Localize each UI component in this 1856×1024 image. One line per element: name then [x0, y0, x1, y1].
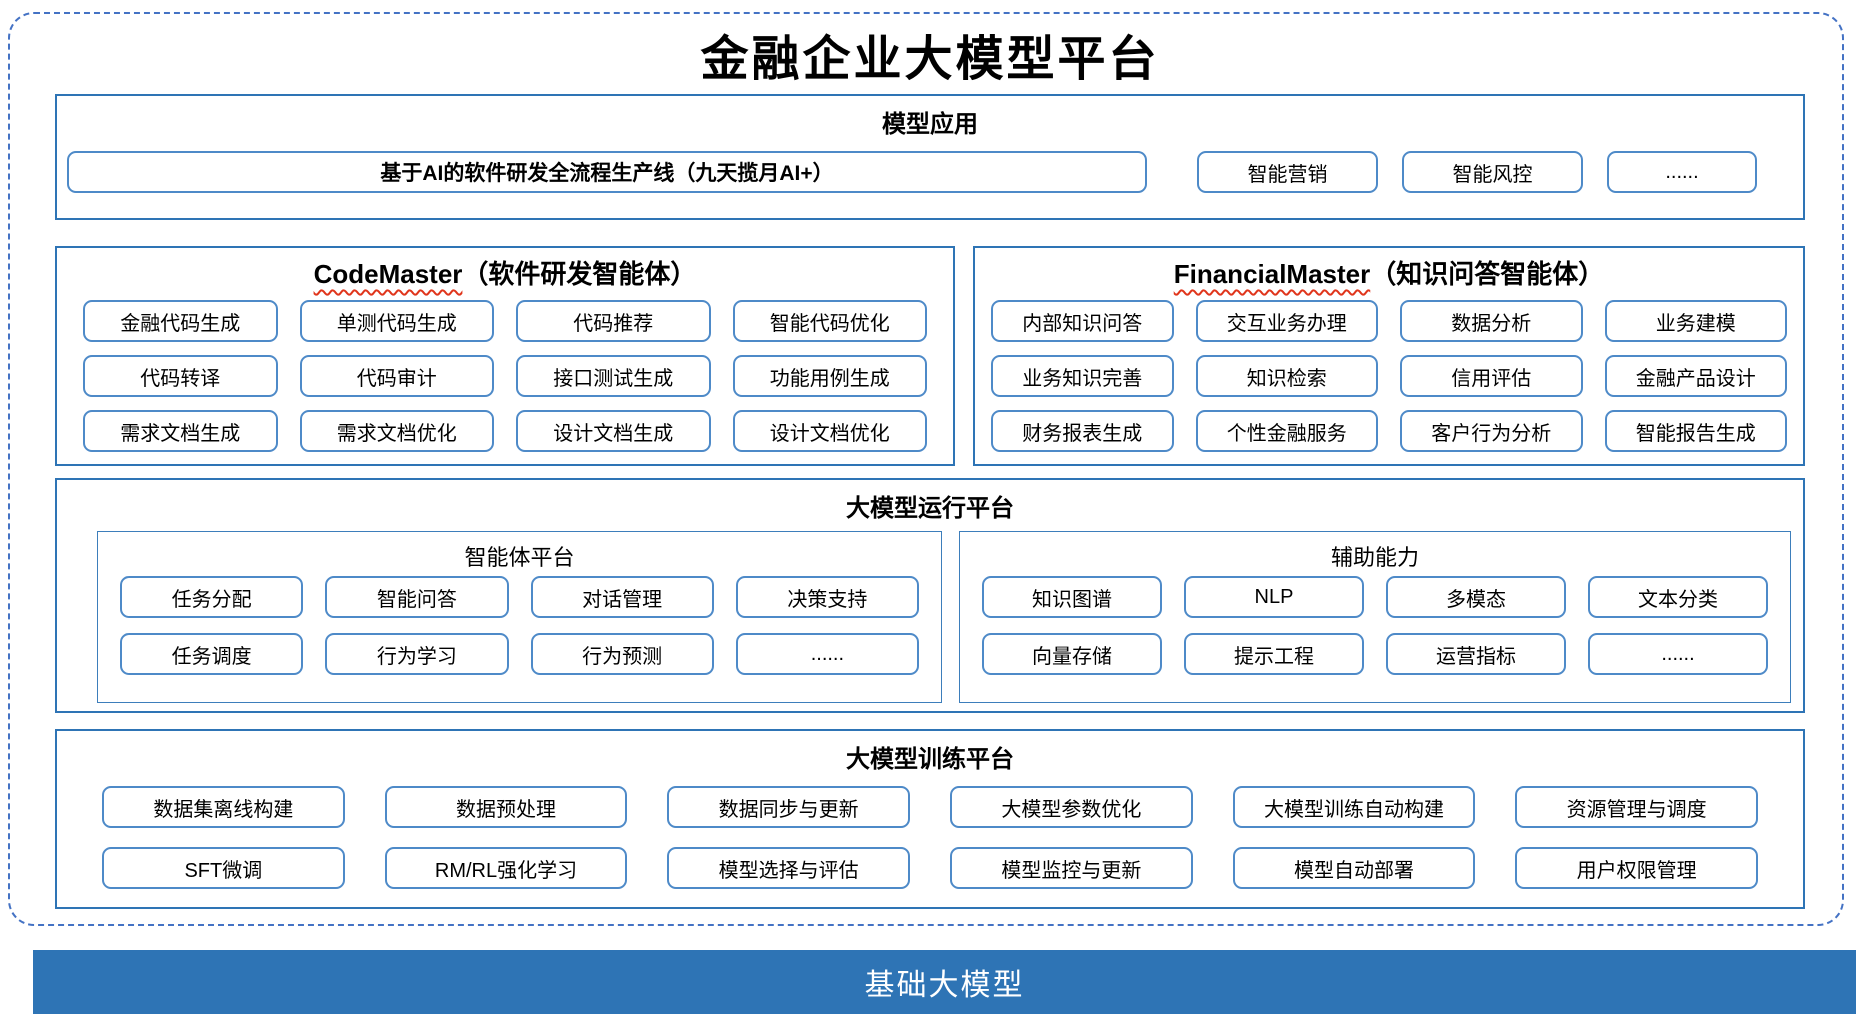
- capability-box: 对话管理: [530, 576, 714, 618]
- capability-box: 数据同步与更新: [667, 786, 910, 828]
- financialmaster-name-cn: （知识问答智能体）: [1370, 259, 1605, 289]
- training-platform-title: 大模型训练平台: [846, 746, 1014, 773]
- capability-box: 设计文档生成: [516, 410, 711, 452]
- auxiliary-capabilities-grid: 知识图谱 NLP 多模态文本分类向量存储提示工程运营指标......: [960, 576, 1790, 675]
- capability-box: 行为学习: [325, 633, 509, 675]
- capability-box: 行为预测: [530, 633, 714, 675]
- app-smart-risk-control-box: 智能风控: [1402, 151, 1583, 193]
- capability-box: 业务知识完善: [991, 355, 1174, 397]
- app-ai-dev-pipeline-box: 基于AI的软件研发全流程生产线（九天揽月AI+）: [67, 151, 1147, 193]
- capability-box: ......: [1588, 633, 1768, 675]
- capability-box: 资源管理与调度: [1515, 786, 1758, 828]
- capability-box: 需求文档生成: [83, 410, 278, 452]
- capability-box: 智能报告生成: [1604, 410, 1787, 452]
- capability-box: 金融产品设计: [1604, 355, 1787, 397]
- capability-box: 功能用例生成: [732, 355, 927, 397]
- agent-platform-grid: 任务分配智能问答对话管理决策支持任务调度行为学习行为预测......: [98, 576, 941, 675]
- capability-box: 向量存储: [982, 633, 1162, 675]
- auxiliary-capabilities-title: 辅助能力: [1330, 545, 1419, 570]
- capability-box: 数据集离线构建: [102, 786, 345, 828]
- capability-box: NLP: [1184, 576, 1364, 618]
- section-financialmaster-agent: FinancialMaster（知识问答智能体） 内部知识问答交互业务办理数据分…: [973, 246, 1805, 466]
- section-training-platform: 大模型训练平台 数据集离线构建数据预处理数据同步与更新大模型参数优化大模型训练自…: [55, 729, 1805, 909]
- capability-box: 决策支持: [735, 576, 919, 618]
- codemaster-name-cn: （软件研发智能体）: [462, 259, 697, 289]
- capability-box: 知识检索: [1195, 355, 1378, 397]
- capability-box: 代码推荐: [516, 300, 711, 342]
- capability-box: 数据分析: [1400, 300, 1583, 342]
- capability-box: 大模型训练自动构建: [1232, 786, 1476, 828]
- financialmaster-header: FinancialMaster（知识问答智能体）: [975, 254, 1803, 292]
- capability-box: 需求文档优化: [299, 410, 494, 452]
- capability-box: 用户权限管理: [1515, 847, 1758, 889]
- capability-box: 金融代码生成: [83, 300, 278, 342]
- capability-box: 业务建模: [1604, 300, 1787, 342]
- capability-box: 任务调度: [120, 633, 304, 675]
- subsection-auxiliary-capabilities: 辅助能力 知识图谱 NLP 多模态文本分类向量存储提示工程运营指标......: [959, 531, 1791, 703]
- foundation-model-label: 基础大模型: [864, 969, 1025, 1002]
- capability-box: 设计文档优化: [732, 410, 927, 452]
- codemaster-header: CodeMaster（软件研发智能体）: [57, 254, 953, 292]
- app-smart-marketing-box: 智能营销: [1197, 151, 1378, 193]
- platform-diagram: 金融企业大模型平台 模型应用 基于AI的软件研发全流程生产线（九天揽月AI+） …: [55, 22, 1805, 909]
- capability-box: 接口测试生成: [516, 355, 711, 397]
- capability-box: 内部知识问答: [991, 300, 1174, 342]
- capability-box: 文本分类: [1588, 576, 1768, 618]
- training-platform-grid: 数据集离线构建数据预处理数据同步与更新大模型参数优化大模型训练自动构建资源管理与…: [57, 786, 1803, 889]
- capability-box: 数据预处理: [384, 786, 628, 828]
- capability-box: 交互业务办理: [1195, 300, 1378, 342]
- capability-box: 代码审计: [299, 355, 494, 397]
- codemaster-name-en: CodeMaster: [313, 259, 463, 289]
- capability-box: 代码转译: [83, 355, 278, 397]
- financialmaster-capability-grid: 内部知识问答交互业务办理数据分析业务建模业务知识完善知识检索信用评估金融产品设计…: [975, 300, 1803, 452]
- runtime-row: 智能体平台 任务分配智能问答对话管理决策支持任务调度行为学习行为预测......…: [97, 531, 1791, 703]
- runtime-platform-title: 大模型运行平台: [846, 495, 1014, 522]
- financialmaster-name-en: FinancialMaster: [1173, 259, 1371, 289]
- model-applications-row: 基于AI的软件研发全流程生产线（九天揽月AI+） 智能营销 智能风控 .....…: [67, 151, 1803, 193]
- capability-box: 多模态: [1386, 576, 1566, 618]
- capability-box: 智能问答: [325, 576, 509, 618]
- capability-box: 个性金融服务: [1195, 410, 1378, 452]
- capability-box: 大模型参数优化: [950, 786, 1193, 828]
- agent-platform-title: 智能体平台: [464, 545, 575, 570]
- codemaster-capability-grid: 金融代码生成单测代码生成代码推荐智能代码优化代码转译代码审计接口测试生成功能用例…: [57, 300, 953, 452]
- capability-box: 任务分配: [120, 576, 304, 618]
- capability-box: 智能代码优化: [732, 300, 927, 342]
- capability-box: 提示工程: [1184, 633, 1364, 675]
- section-model-applications-title: 模型应用: [882, 111, 978, 138]
- capability-box: 信用评估: [1400, 355, 1583, 397]
- subsection-agent-platform: 智能体平台 任务分配智能问答对话管理决策支持任务调度行为学习行为预测......: [97, 531, 942, 703]
- capability-box: 模型自动部署: [1232, 847, 1476, 889]
- capability-box: 知识图谱: [982, 576, 1162, 618]
- platform-outer-border: [8, 12, 1844, 926]
- foundation-model-bar: 基础大模型: [33, 950, 1856, 1014]
- capability-box: 运营指标: [1386, 633, 1566, 675]
- capability-box: 模型监控与更新: [950, 847, 1193, 889]
- app-more-box: ......: [1607, 151, 1757, 193]
- section-codemaster-agent: CodeMaster（软件研发智能体） 金融代码生成单测代码生成代码推荐智能代码…: [55, 246, 955, 466]
- agents-row: CodeMaster（软件研发智能体） 金融代码生成单测代码生成代码推荐智能代码…: [55, 246, 1805, 466]
- capability-box: ......: [735, 633, 919, 675]
- capability-box: SFT微调: [102, 847, 345, 889]
- capability-box: 模型选择与评估: [667, 847, 910, 889]
- page-title: 金融企业大模型平台: [700, 31, 1160, 87]
- capability-box: 客户行为分析: [1400, 410, 1583, 452]
- capability-box: 单测代码生成: [299, 300, 494, 342]
- capability-box: RM/RL强化学习: [384, 847, 628, 889]
- section-model-applications: 模型应用 基于AI的软件研发全流程生产线（九天揽月AI+） 智能营销 智能风控 …: [55, 94, 1805, 220]
- capability-box: 财务报表生成: [991, 410, 1174, 452]
- section-runtime-platform: 大模型运行平台 智能体平台 任务分配智能问答对话管理决策支持任务调度行为学习行为…: [55, 478, 1805, 713]
